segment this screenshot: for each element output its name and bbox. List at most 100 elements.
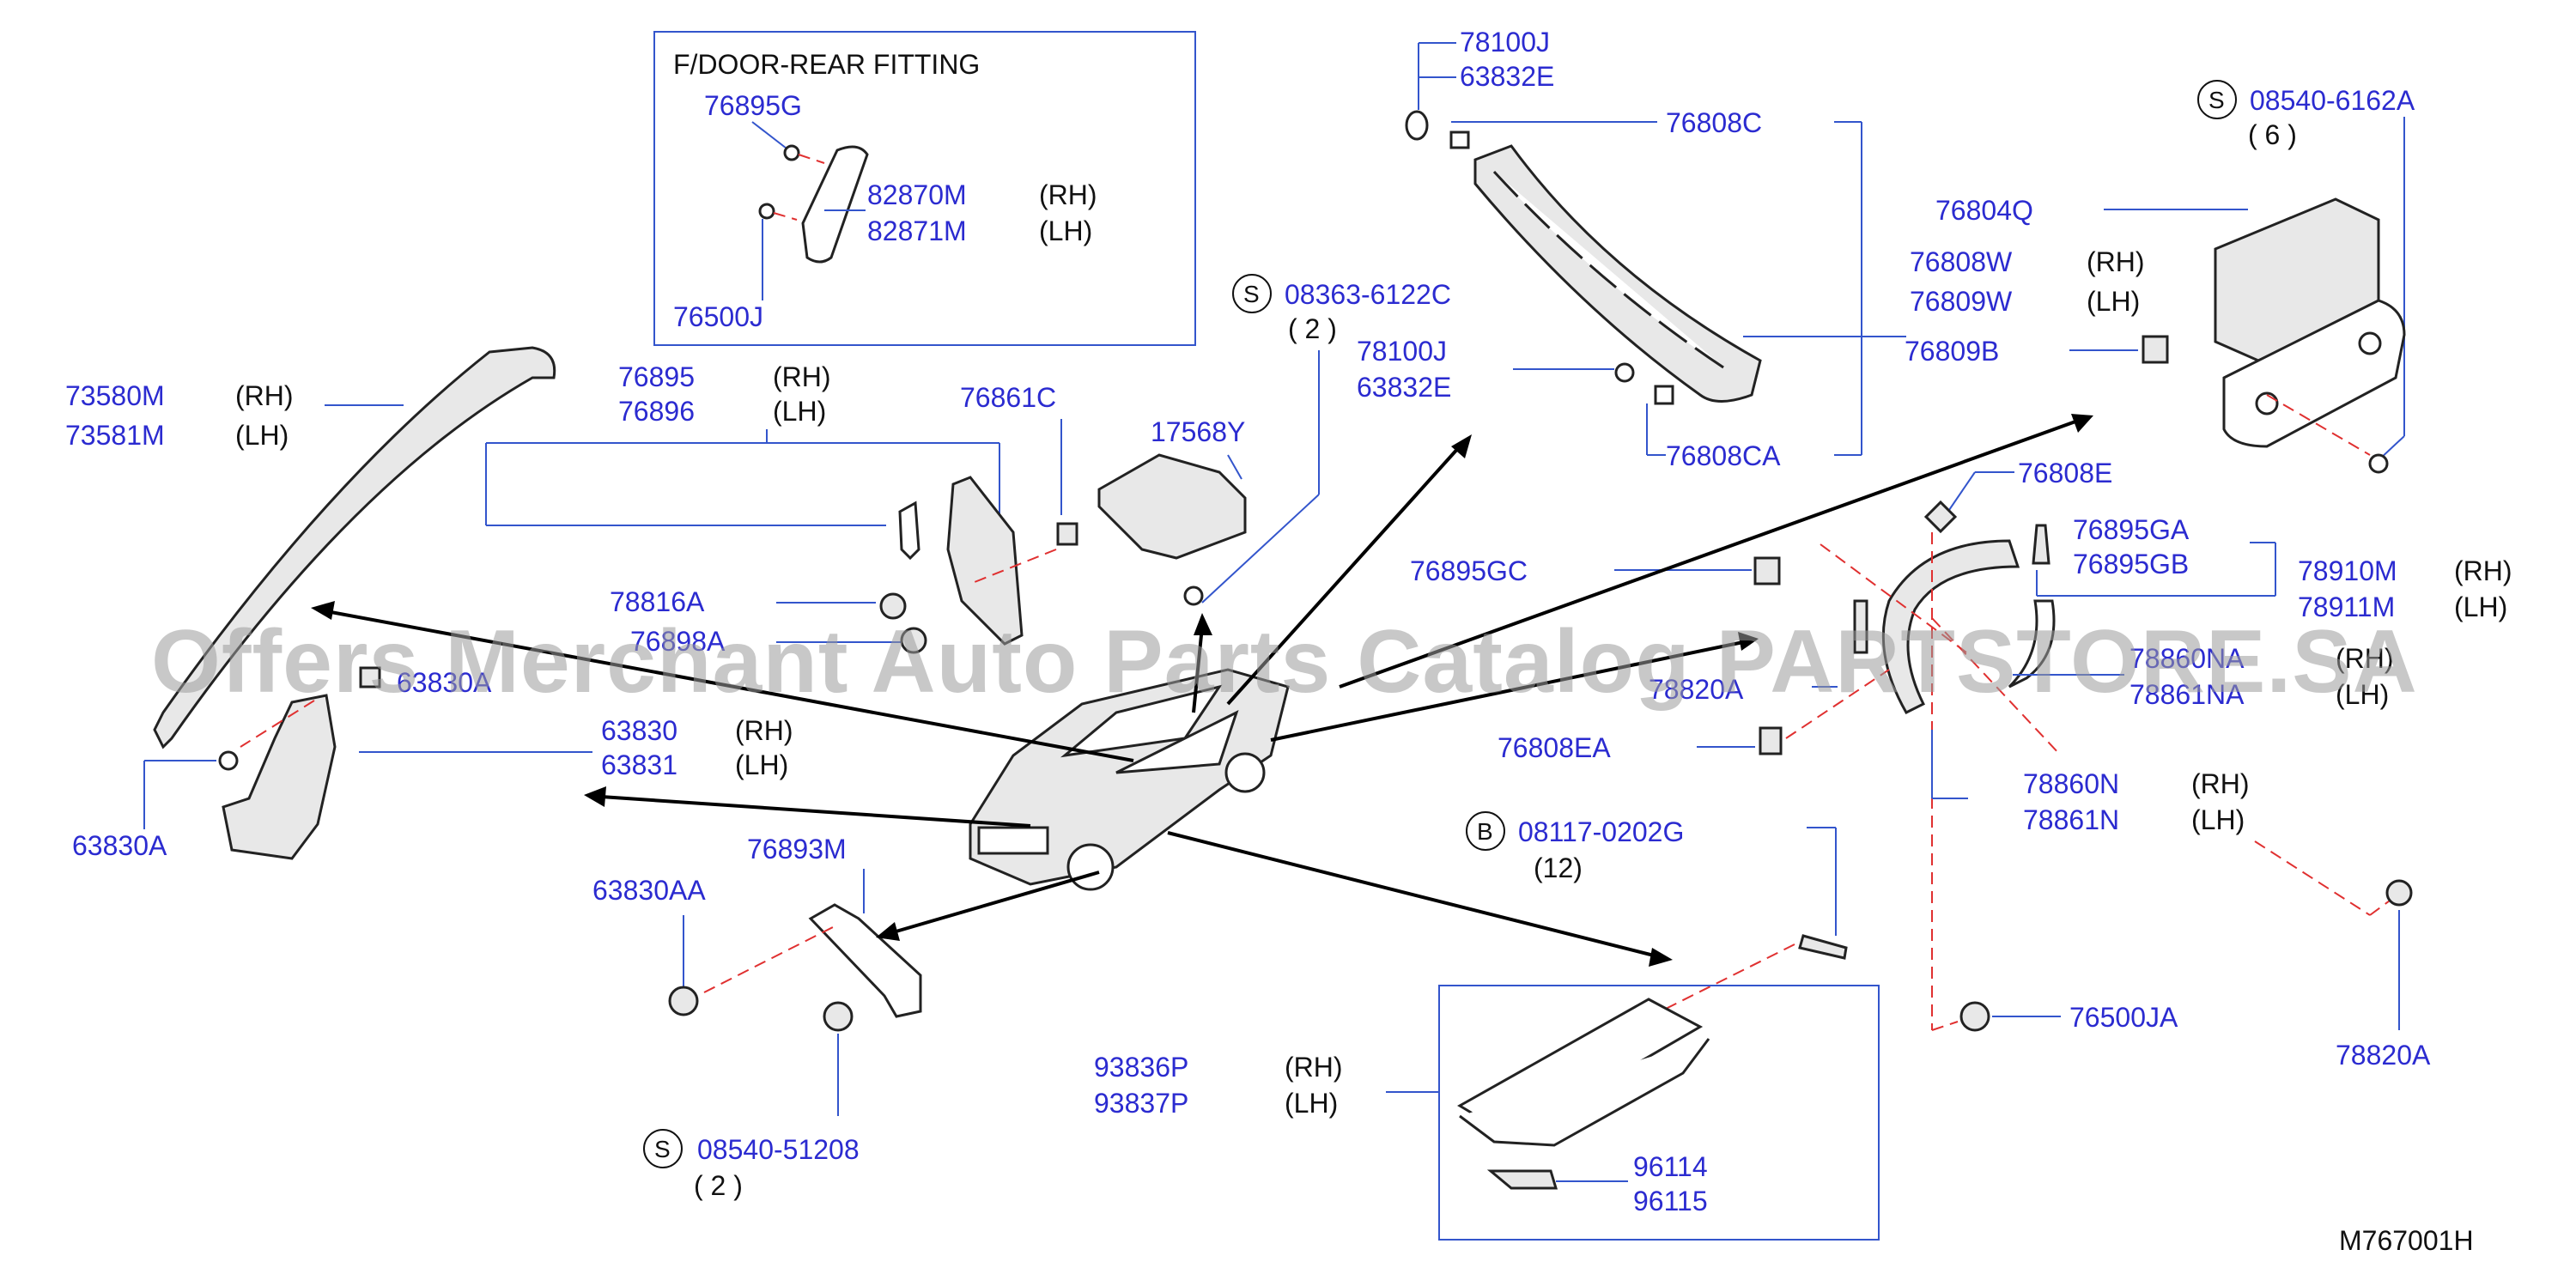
side-lh: (LH) xyxy=(1285,1088,1338,1119)
part-76808E[interactable]: 76808E xyxy=(2018,458,2112,488)
clip-icon xyxy=(1923,500,1958,534)
part-82871M[interactable]: 82871M xyxy=(867,215,967,246)
part-96115[interactable]: 96115 xyxy=(1633,1186,1708,1216)
side-rh: (RH) xyxy=(1285,1052,1343,1083)
part-76809B[interactable]: 76809B xyxy=(1905,336,1999,367)
screw-icon xyxy=(1183,585,1204,606)
part-63830[interactable]: 63830 xyxy=(601,715,677,746)
s-badge-letter: S xyxy=(1243,281,1260,307)
part-76896[interactable]: 76896 xyxy=(618,396,695,427)
part-76804Q[interactable]: 76804Q xyxy=(1935,195,2033,226)
clip-icon xyxy=(1753,556,1781,585)
part-93837P[interactable]: 93837P xyxy=(1094,1088,1188,1119)
part-82870M[interactable]: 82870M xyxy=(867,179,967,210)
part-63830AA[interactable]: 63830AA xyxy=(592,875,706,906)
vehicle-illustration xyxy=(969,668,1290,891)
screw-icon xyxy=(218,750,239,771)
part-76808W[interactable]: 76808W xyxy=(1910,246,2013,277)
clip-icon xyxy=(900,627,927,654)
clip-icon xyxy=(1614,362,1674,405)
side-rh: (RH) xyxy=(773,361,831,392)
clip-icon xyxy=(2142,335,2169,364)
bracket-76893M xyxy=(808,903,922,1018)
part-73581M[interactable]: 73581M xyxy=(65,420,165,451)
part-76898A[interactable]: 76898A xyxy=(630,626,726,657)
roof-rail-molding xyxy=(153,346,556,749)
diagram-id: M767001H xyxy=(2339,1225,2474,1256)
nut-icon xyxy=(823,1001,854,1032)
bolt-icon xyxy=(1798,934,1848,960)
part-76895GA[interactable]: 76895GA xyxy=(2073,514,2190,545)
part-76500J[interactable]: 76500J xyxy=(673,301,763,332)
part-17568Y[interactable]: 17568Y xyxy=(1151,416,1245,447)
part-78100J-top[interactable]: 78100J xyxy=(1460,27,1550,58)
part-08117-0202G[interactable]: 08117-0202G xyxy=(1518,816,1684,847)
part-08540-6162A[interactable]: 08540-6162A xyxy=(2250,85,2415,116)
clip-icon xyxy=(758,144,800,220)
part-63830A-top[interactable]: 63830A xyxy=(397,667,492,698)
part-76895GC[interactable]: 76895GC xyxy=(1410,555,1528,586)
step-pad xyxy=(1486,1169,1558,1190)
part-78861NA[interactable]: 78861NA xyxy=(2129,679,2245,710)
part-63831[interactable]: 63831 xyxy=(601,749,677,780)
part-08540-51208[interactable]: 08540-51208 xyxy=(697,1134,860,1165)
bracket-small xyxy=(898,500,920,561)
part-78816A[interactable]: 78816A xyxy=(610,586,705,617)
part-76861C[interactable]: 76861C xyxy=(960,382,1056,413)
b-badge xyxy=(1466,811,1505,851)
part-78820A[interactable]: 78820A xyxy=(2336,1040,2431,1071)
part-63832E-top[interactable]: 63832E xyxy=(1460,61,1554,92)
clip-icon xyxy=(2032,524,2050,565)
side-lh: (LH) xyxy=(2087,286,2140,317)
part-63830A[interactable]: 63830A xyxy=(72,830,167,861)
part-76809W[interactable]: 76809W xyxy=(1910,286,2013,317)
fender-flare xyxy=(1881,539,2020,714)
part-78860N[interactable]: 78860N xyxy=(2023,768,2119,799)
inset-frame xyxy=(653,31,1196,346)
part-78911M[interactable]: 78911M xyxy=(2298,592,2395,622)
part-93836P[interactable]: 93836P xyxy=(1094,1052,1188,1083)
bolt-icon xyxy=(2385,879,2413,907)
part-76895[interactable]: 76895 xyxy=(618,361,695,392)
s-badge xyxy=(643,1129,683,1168)
door-fitting-strip xyxy=(801,145,869,264)
part-78860NA[interactable]: 78860NA xyxy=(2129,643,2245,674)
part-96114[interactable]: 96114 xyxy=(1633,1151,1708,1182)
bolt-icon xyxy=(879,592,907,620)
grommet-icon xyxy=(1959,1001,1990,1032)
side-rh: (RH) xyxy=(735,715,793,746)
part-76895G[interactable]: 76895G xyxy=(704,90,802,121)
part-78820A-upper[interactable]: 78820A xyxy=(1649,674,1744,705)
part-76895GB[interactable]: 76895GB xyxy=(2073,549,2189,579)
clip-icon xyxy=(1759,726,1783,755)
qty-08540-51208: ( 2 ) xyxy=(694,1170,743,1201)
s-badge xyxy=(1232,274,1272,313)
side-lh: (LH) xyxy=(1039,215,1092,246)
side-rh: (RH) xyxy=(2336,643,2394,674)
side-lh: (LH) xyxy=(735,749,788,780)
part-76808CA[interactable]: 76808CA xyxy=(1666,440,1781,471)
clip-icon xyxy=(1056,522,1078,546)
part-78861N[interactable]: 78861N xyxy=(2023,804,2119,835)
s-badge xyxy=(2197,80,2237,119)
part-08363-6122C[interactable]: 08363-6122C xyxy=(1285,279,1451,310)
rear-mud-flap xyxy=(222,694,337,860)
part-76808C[interactable]: 76808C xyxy=(1666,107,1762,138)
part-76500JA[interactable]: 76500JA xyxy=(2069,1002,2178,1033)
part-78910M[interactable]: 78910M xyxy=(2298,555,2397,586)
s-badge-letter: S xyxy=(654,1136,671,1162)
side-lh: (LH) xyxy=(2454,592,2507,622)
qty-08363-6122C: ( 2 ) xyxy=(1288,313,1337,344)
side-lh: (LH) xyxy=(235,420,289,451)
part-63832E[interactable]: 63832E xyxy=(1357,372,1451,403)
part-76808EA[interactable]: 76808EA xyxy=(1498,732,1611,763)
watermark-text: Offers Merchant Auto Parts Catalog PARTS… xyxy=(151,612,2418,712)
part-76893M[interactable]: 76893M xyxy=(747,834,847,864)
front-mud-flap xyxy=(946,476,1024,646)
side-rh: (RH) xyxy=(2191,768,2250,799)
part-78100J[interactable]: 78100J xyxy=(1357,336,1447,367)
bracket-17568Y xyxy=(1097,453,1247,560)
bolt-icon xyxy=(668,986,699,1016)
part-73580M[interactable]: 73580M xyxy=(65,380,165,411)
qty-08540-6162A: ( 6 ) xyxy=(2248,119,2297,150)
